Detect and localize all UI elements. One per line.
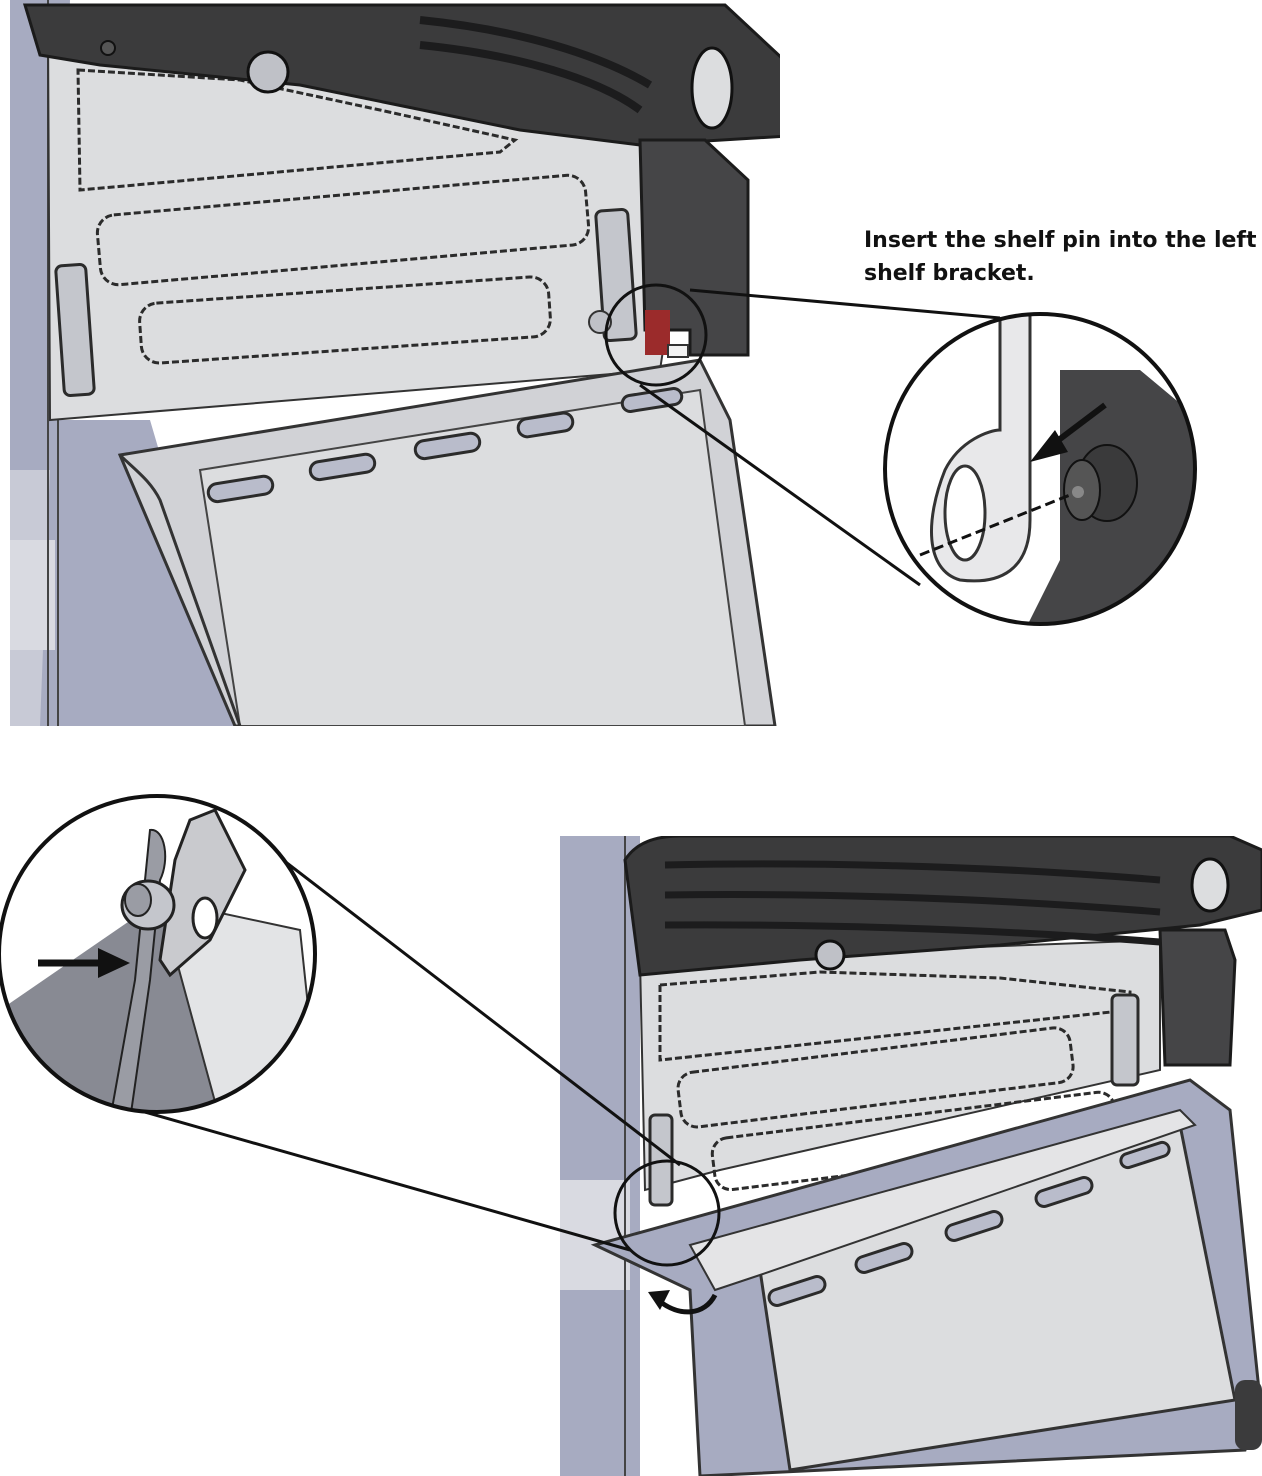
right-shelf-bracket <box>594 207 638 343</box>
dark-side-bracket-2 <box>1158 928 1237 1067</box>
middle-slot <box>95 173 591 287</box>
instruction-text: Insert the shelf pin into the left shelf… <box>864 224 1262 290</box>
right-shelf-bracket-2 <box>1110 993 1140 1087</box>
magnifier-callout-icon-2 <box>0 794 317 1114</box>
lower-slot <box>138 275 552 365</box>
top-view <box>10 0 780 726</box>
detail-callout-small <box>604 283 708 387</box>
bottom-view <box>560 836 1262 1476</box>
arrow-icon-2 <box>38 948 130 978</box>
rotate-arrow-icon <box>648 1290 718 1315</box>
grill-lid-head-2 <box>623 836 1262 977</box>
detail-callout-small-2 <box>613 1159 721 1267</box>
magnifier-callout-icon <box>883 312 1197 626</box>
instruction-line-1: Insert the shelf pin into the left <box>864 228 1257 253</box>
back-panel-2 <box>638 938 1161 1192</box>
left-shelf-bracket <box>54 263 96 397</box>
shelf-vents <box>206 387 684 504</box>
instruction-line-2: shelf bracket. <box>864 261 1035 286</box>
shelf-vents-2 <box>767 1140 1171 1307</box>
arrow-icon <box>1030 402 1107 462</box>
grill-lid-head <box>22 3 780 147</box>
cabinet-side-panel-2 <box>560 836 640 1476</box>
